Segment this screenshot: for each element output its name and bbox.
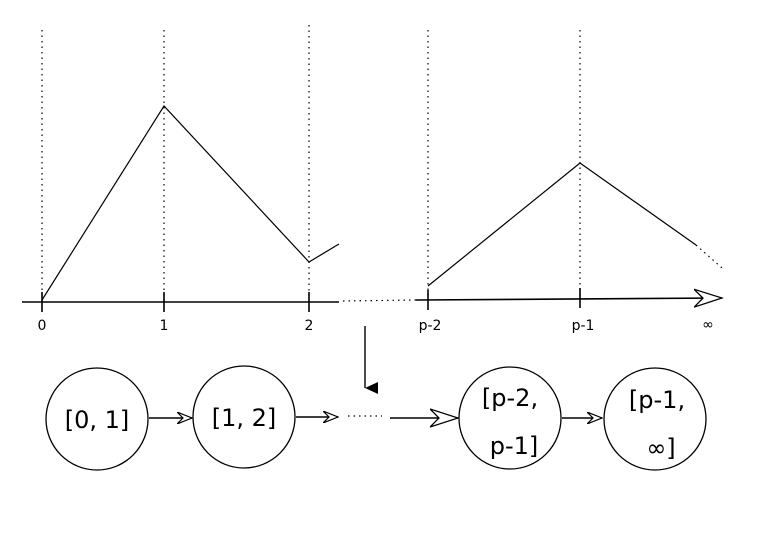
node-p-1-inf-label-line1: [p-1,: [629, 386, 685, 414]
node-0-1-label: [0, 1]: [65, 406, 130, 434]
axis-label-p-1: p-1: [572, 318, 595, 334]
axis-label-1: 1: [160, 318, 169, 334]
axis-right-arrow: [415, 298, 722, 300]
piecewise-curve-left: [41, 105, 340, 301]
axis-label-0: 0: [38, 318, 47, 334]
curve-continuation-dots: [695, 244, 723, 269]
node-p-2-p-1-label-line2: p-1]: [490, 432, 539, 460]
node-p-1-inf: [603, 367, 707, 471]
axis-label-infinity: ∞: [702, 317, 714, 333]
axis-gap-dots: [342, 299, 417, 302]
piecewise-curve-right: [427, 162, 697, 287]
axis-label-p-2: p-2: [419, 318, 442, 334]
axis-label-2: 2: [305, 318, 314, 334]
node-1-2: [192, 365, 296, 469]
node-p-2-p-1-label-line1: [p-2,: [482, 384, 538, 412]
node-p-1-inf-label-line2: ∞]: [646, 434, 675, 462]
node-0-1: [45, 367, 149, 471]
node-1-2-label: [1, 2]: [212, 404, 277, 432]
